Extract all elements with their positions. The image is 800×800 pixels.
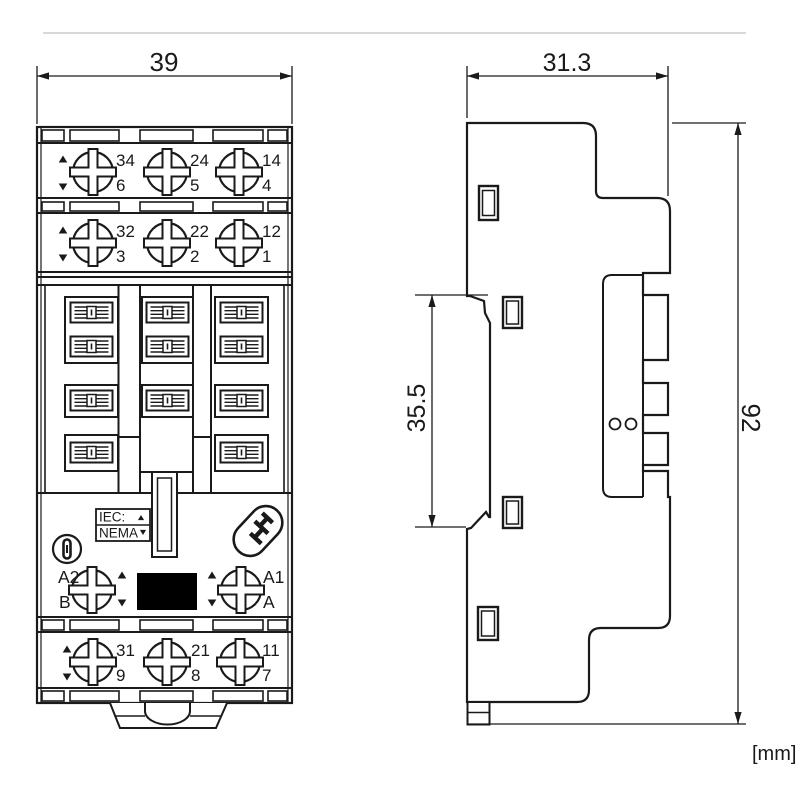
terminal-code: 34 xyxy=(116,151,135,170)
terminal-code: 31 xyxy=(116,641,135,660)
dim-front-width: 39 xyxy=(36,47,293,124)
panel-hole xyxy=(608,417,622,431)
standards-line2: NEMA xyxy=(99,526,138,541)
socket-section xyxy=(44,285,285,558)
terminal-code: 21 xyxy=(191,641,210,660)
terminal-code: 32 xyxy=(116,222,135,241)
dim-rail-height: 35.5 xyxy=(403,294,488,528)
dim-side-width: 31.3 xyxy=(466,49,669,196)
dim-arrow-up-icon xyxy=(734,123,742,135)
dim-value-front-width: 39 xyxy=(150,47,179,77)
retaining-clip-icon xyxy=(232,504,284,558)
bottom-foot xyxy=(466,701,491,726)
terminal-code: 12 xyxy=(262,222,281,241)
terminal-row-bottom: 31 9 21 8 11 7 xyxy=(62,637,280,687)
units-label: [mm] xyxy=(752,743,796,765)
dimensions: 39 31.3 92 35.5 xyxy=(36,47,766,725)
dim-arrow-up-icon xyxy=(428,295,436,307)
terminal-pin: 7 xyxy=(262,666,271,685)
coil-pin-left: B xyxy=(59,592,71,612)
side-view xyxy=(465,121,672,726)
coil-code-right: A1 xyxy=(263,567,284,587)
terminal-row-middle: 32 3 22 2 12 1 xyxy=(58,218,281,268)
terminal-pin: 5 xyxy=(190,176,199,195)
terminal-pin: 4 xyxy=(262,176,271,195)
coil-pin-right: A xyxy=(263,592,275,612)
panel-hole xyxy=(624,417,638,431)
dim-arrow-left-icon xyxy=(37,72,49,80)
terminal-pin: 2 xyxy=(190,247,199,266)
coil-code-left: A2 xyxy=(58,567,79,587)
terminal-pin: 3 xyxy=(116,247,125,266)
dim-side-height: 92 xyxy=(467,122,766,725)
terminal-opening-strips xyxy=(41,129,288,702)
dim-arrow-left-icon xyxy=(467,72,479,80)
dim-arrow-down-icon xyxy=(428,515,436,527)
standards-line1: IEC: xyxy=(99,510,125,525)
latch-windows xyxy=(476,184,524,642)
center-guide-slot xyxy=(151,471,178,558)
terminal-code: 11 xyxy=(262,641,280,660)
terminal-row-top: 34 6 24 5 14 4 xyxy=(58,147,281,197)
dim-arrow-down-icon xyxy=(734,712,742,724)
terminal-code: 24 xyxy=(190,151,209,170)
terminal-pin: 1 xyxy=(262,247,271,266)
terminal-pin: 8 xyxy=(191,666,200,685)
terminal-code: 14 xyxy=(262,151,281,170)
coding-hole xyxy=(51,533,83,565)
terminal-pin: 6 xyxy=(116,176,125,195)
dim-value-rail-height: 35.5 xyxy=(403,384,431,433)
label-window xyxy=(137,573,197,610)
dim-value-side-width: 31.3 xyxy=(543,49,592,77)
mounting-tab xyxy=(109,702,228,729)
terminal-pin: 9 xyxy=(116,666,125,685)
front-view: 34 6 24 5 14 4 32 3 22 2 12 1 xyxy=(35,125,294,729)
dim-value-side-height: 92 xyxy=(736,404,766,433)
coil-section: IEC: NEMA A2 B A1 A xyxy=(51,504,284,615)
terminal-code: 22 xyxy=(190,222,209,241)
dim-arrow-right-icon xyxy=(280,72,292,80)
dim-arrow-right-icon xyxy=(656,72,668,80)
standards-box: IEC: NEMA xyxy=(95,508,151,542)
rear-panel xyxy=(602,274,643,498)
